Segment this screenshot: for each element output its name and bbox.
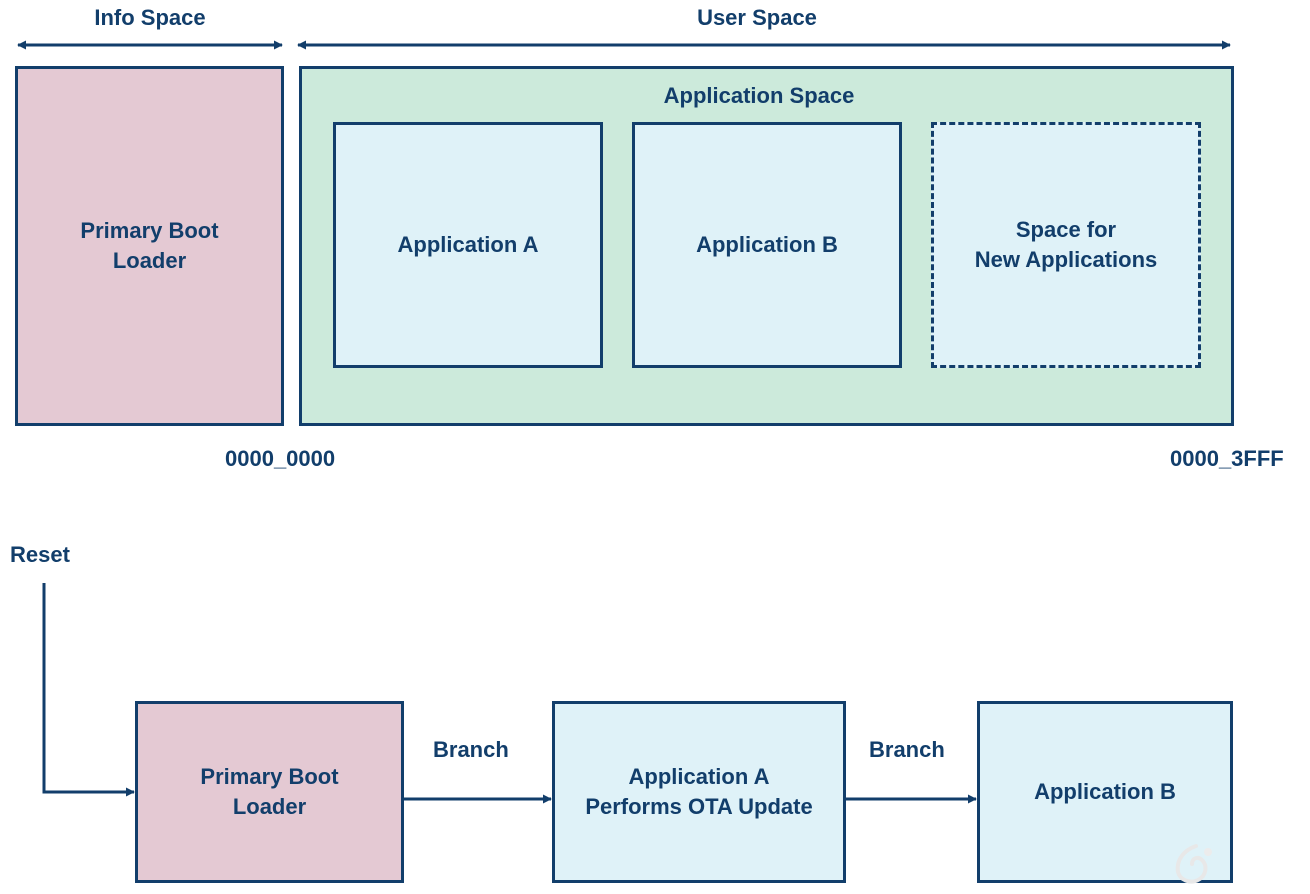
flow-application-a: Application A Performs OTA Update <box>552 701 846 883</box>
info-space-label: Info Space <box>94 5 206 30</box>
primary-boot-loader-label: Primary Boot Loader <box>80 218 219 273</box>
branch-label-2: Branch <box>869 737 945 762</box>
application-a-label: Application A <box>397 232 539 258</box>
reset-arrow <box>42 583 135 797</box>
user-space-label: User Space <box>697 5 817 30</box>
flow-application-b: Application B <box>977 701 1233 883</box>
primary-boot-loader-region: Primary Boot Loader <box>15 66 284 426</box>
application-space-label: Application Space <box>663 83 855 108</box>
application-b-label: Application B <box>696 232 838 258</box>
flow-primary-boot-loader-label: Primary Boot Loader <box>200 764 339 819</box>
flow-application-a-label: Application A Performs OTA Update <box>585 764 813 819</box>
watermark-logo-icon <box>1175 844 1212 884</box>
address-start-label: 0000_0000 <box>225 446 336 471</box>
application-b-region: Application B <box>632 122 902 368</box>
address-end-label: 0000_3FFF <box>1170 446 1284 471</box>
new-applications-space-label: Space for New Applications <box>974 217 1158 272</box>
branch-label-1: Branch <box>433 737 509 762</box>
reset-label: Reset <box>10 542 70 567</box>
flow-primary-boot-loader: Primary Boot Loader <box>135 701 404 883</box>
new-applications-space-region: Space for New Applications <box>931 122 1201 368</box>
flow-application-b-label: Application B <box>1034 779 1176 805</box>
application-a-region: Application A <box>333 122 603 368</box>
